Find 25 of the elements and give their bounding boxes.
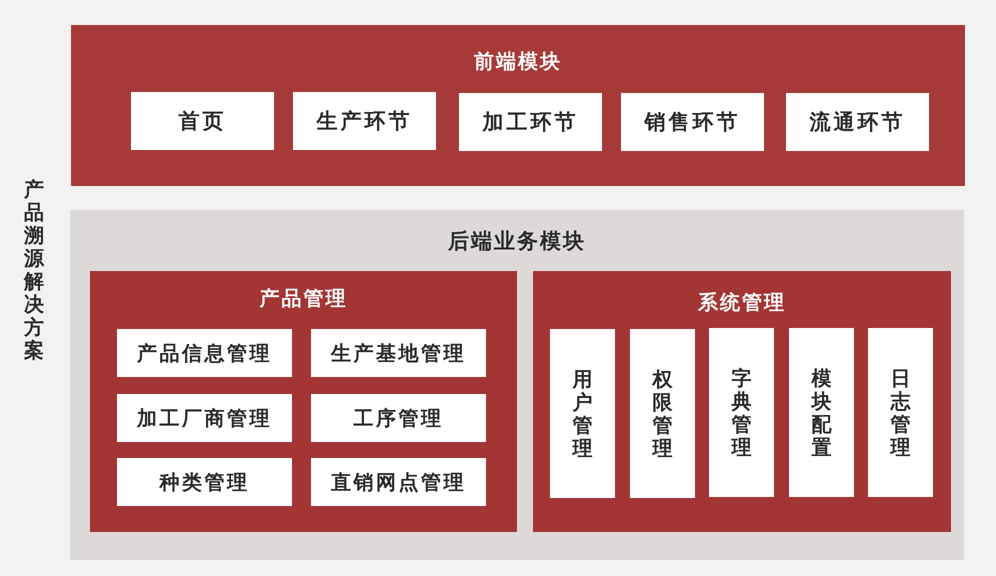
vertical-title: 产品溯源解决方案 [22,178,46,362]
function-box: 流通环节 [786,93,929,151]
panel-heading: 产品管理 [260,286,348,310]
module-panel [533,271,951,532]
function-box: 产品信息管理 [117,329,292,377]
function-box: 直销网点管理 [311,458,486,506]
function-box: 加工环节 [459,93,602,151]
function-box: 权限管理 [630,329,695,498]
function-box: 首页 [131,92,274,150]
panel-heading: 系统管理 [698,290,786,314]
function-box: 生产环节 [293,92,436,150]
panel-heading: 前端模块 [474,49,562,73]
function-box: 模块配置 [789,328,854,497]
panel-heading: 后端业务模块 [448,229,586,253]
module-panel [70,210,964,560]
module-panel [90,271,517,532]
function-box: 日志管理 [868,328,933,497]
function-box: 销售环节 [621,93,764,151]
function-box: 工序管理 [311,394,486,442]
module-panel [71,25,965,186]
function-box: 用户管理 [550,329,615,498]
function-box: 加工厂商管理 [117,394,292,442]
function-box: 生产基地管理 [311,329,486,377]
function-box: 种类管理 [117,458,292,506]
function-box: 字典管理 [709,328,774,497]
